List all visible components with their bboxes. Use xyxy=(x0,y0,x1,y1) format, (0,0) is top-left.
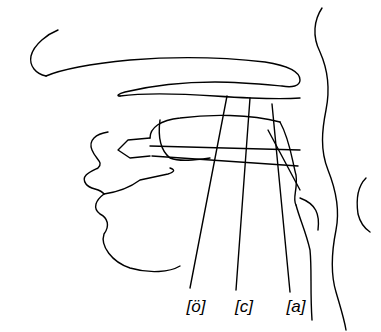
grid-line xyxy=(268,130,300,190)
ear-mark xyxy=(357,178,370,232)
vowel-label: [ö] xyxy=(187,298,206,315)
neck-outline xyxy=(315,8,346,330)
nose-outline xyxy=(31,30,58,76)
leader-line xyxy=(272,104,290,292)
upper-lip xyxy=(84,132,108,194)
tongue-front xyxy=(159,120,210,160)
tongue-top xyxy=(150,115,280,138)
lower-teeth xyxy=(104,168,174,194)
pharynx-line xyxy=(280,122,296,205)
vowel-label: [c] xyxy=(235,298,253,315)
soft-palate xyxy=(120,94,300,99)
upper-teeth xyxy=(118,138,150,158)
palate-outline xyxy=(46,58,300,96)
chin-outline xyxy=(96,194,180,272)
leader-line xyxy=(190,96,227,288)
vowel-label: [a] xyxy=(287,298,306,315)
grid-line xyxy=(152,156,298,166)
epiglottis xyxy=(300,198,318,230)
leader-line xyxy=(236,98,250,290)
